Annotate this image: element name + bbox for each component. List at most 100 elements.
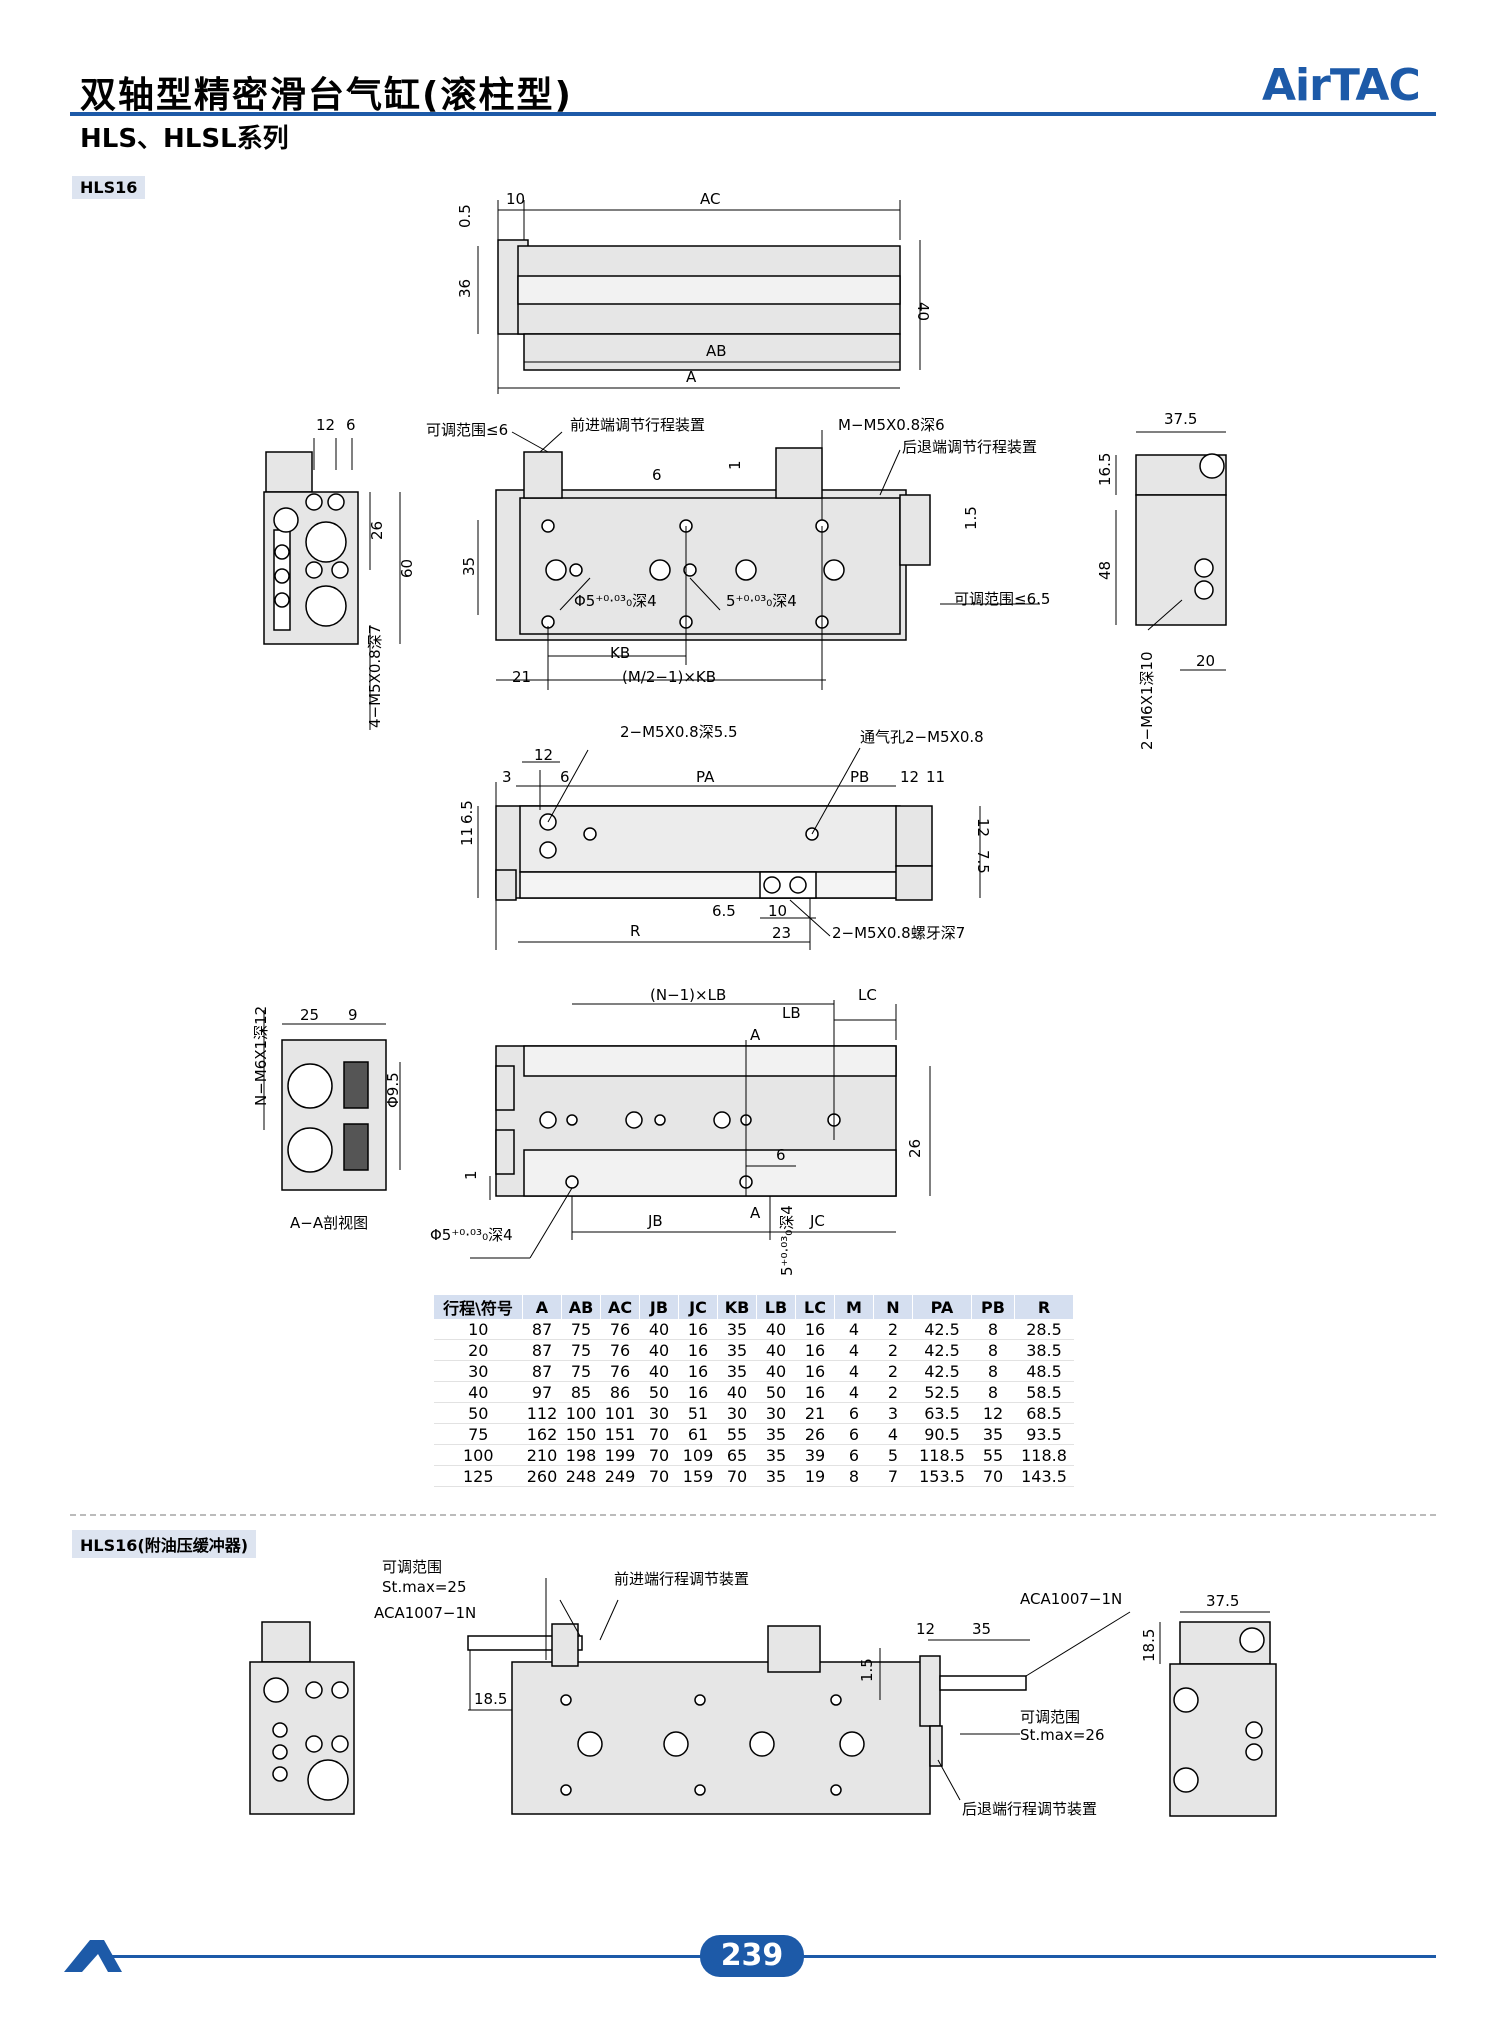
dim-label: 18.5 <box>474 1690 507 1708</box>
table-cell: 85 <box>561 1381 601 1403</box>
dim-label: 11 <box>458 827 476 846</box>
table-header: A <box>522 1295 562 1319</box>
dim-label: (N−1)×LB <box>650 986 726 1004</box>
note-label: 通气孔2−M5X0.8 <box>860 728 984 746</box>
table-cell: 61 <box>678 1423 718 1445</box>
note-label: St.max=26 <box>1020 1726 1105 1744</box>
table-cell: 35 <box>717 1319 757 1340</box>
table-cell: 6 <box>834 1444 874 1466</box>
table-cell: 16 <box>678 1360 718 1382</box>
table-cell: 76 <box>600 1339 640 1361</box>
table-header-row: 行程\符号 A AB AC JB JC KB LB LC M N PA PB R <box>434 1295 1074 1319</box>
note-label: 5⁺⁰·⁰³₀深4 <box>726 592 797 610</box>
table-cell: 153.5 <box>912 1465 972 1487</box>
dim-label: 21 <box>512 668 531 686</box>
table-cell: 40 <box>639 1339 679 1361</box>
table-cell: 7 <box>873 1465 913 1487</box>
table-cell: 52.5 <box>912 1381 972 1403</box>
dim-label: 37.5 <box>1206 1592 1239 1610</box>
table-cell: 2 <box>873 1339 913 1361</box>
dim-label: 12 <box>916 1620 935 1638</box>
dimension-table: 行程\符号 A AB AC JB JC KB LB LC M N PA PB R… <box>434 1295 1074 1487</box>
table-cell: 87 <box>522 1360 562 1382</box>
dim-label: R <box>630 922 640 940</box>
footer-logo-icon <box>64 1940 122 1972</box>
dim-label: LB <box>782 1004 801 1022</box>
section-badge-hls16: HLS16 <box>72 176 146 199</box>
table-cell: 40 <box>756 1339 796 1361</box>
table-cell: 55 <box>717 1423 757 1445</box>
table-cell: 4 <box>834 1319 874 1340</box>
dim-label: 35 <box>972 1620 991 1638</box>
page-title: 双轴型精密滑台气缸(滚柱型) <box>80 75 573 116</box>
note-label: Φ5⁺⁰·⁰³₀深4 <box>574 592 657 610</box>
table-cell: 5 <box>873 1444 913 1466</box>
table-cell: 70 <box>717 1465 757 1487</box>
table-cell: 16 <box>795 1381 835 1403</box>
table-cell: 26 <box>795 1423 835 1445</box>
table-cell: 55 <box>971 1444 1015 1466</box>
dim-label: 9 <box>348 1006 358 1024</box>
dim-label: 12 <box>900 768 919 786</box>
dim-label: 1 <box>726 460 744 470</box>
table-cell: 143.5 <box>1014 1465 1074 1487</box>
dim-label: 10 <box>506 190 525 208</box>
dim-label: 1.5 <box>858 1658 876 1682</box>
note-label: 5⁺⁰·⁰³₀深4 <box>778 1205 796 1276</box>
table-header: LC <box>795 1295 835 1319</box>
table-cell: 75 <box>434 1423 523 1445</box>
note-label: M−M5X0.8深6 <box>838 416 945 434</box>
table-cell: 28.5 <box>1014 1319 1074 1340</box>
table-header: AC <box>600 1295 640 1319</box>
table-cell: 100 <box>434 1444 523 1466</box>
dim-label: 6 <box>346 416 356 434</box>
dim-label: 6.5 <box>458 800 476 824</box>
table-cell: 35 <box>756 1423 796 1445</box>
note-label: Φ5⁺⁰·⁰³₀深4 <box>430 1226 513 1244</box>
brand-logo: AirTAC <box>1262 60 1421 111</box>
table-cell: 112 <box>522 1402 562 1424</box>
table-cell: 109 <box>678 1444 718 1466</box>
table-cell: 65 <box>717 1444 757 1466</box>
dim-label: 1.5 <box>962 506 980 530</box>
dim-label: 40 <box>914 302 932 321</box>
table-cell: 8 <box>971 1381 1015 1403</box>
table-cell: 35 <box>971 1423 1015 1445</box>
table-cell: 70 <box>971 1465 1015 1487</box>
note-label: 后退端调节行程装置 <box>902 438 1037 456</box>
table-cell: 4 <box>834 1381 874 1403</box>
dim-label: 48 <box>1096 561 1114 580</box>
table-cell: 42.5 <box>912 1319 972 1340</box>
table-cell: 199 <box>600 1444 640 1466</box>
table-header: R <box>1014 1295 1074 1319</box>
note-label: 后退端行程调节装置 <box>962 1800 1097 1818</box>
dim-label: 6 <box>560 768 570 786</box>
table-cell: 70 <box>639 1444 679 1466</box>
dim-label: AB <box>706 342 727 360</box>
table-header: N <box>873 1295 913 1319</box>
note-label: 2−M6X1深10 <box>1138 651 1156 750</box>
table-cell: 30 <box>639 1402 679 1424</box>
table-cell: 50 <box>434 1402 523 1424</box>
table-cell: 10 <box>434 1319 523 1340</box>
note-label: 2−M5X0.8螺牙深7 <box>832 924 965 942</box>
series-subtitle: HLS、HLSL系列 <box>80 124 289 154</box>
table-cell: 2 <box>873 1381 913 1403</box>
dim-label: A <box>750 1026 761 1044</box>
dim-label: 20 <box>1196 652 1215 670</box>
dim-label: A <box>686 368 697 386</box>
table-cell: 50 <box>639 1381 679 1403</box>
table-cell: 30 <box>434 1360 523 1382</box>
table-cell: 6 <box>834 1402 874 1424</box>
table-cell: 16 <box>678 1381 718 1403</box>
note-label: N−M6X1深12 <box>252 1006 270 1106</box>
table-header: M <box>834 1295 874 1319</box>
dim-label: JB <box>647 1212 663 1230</box>
table-cell: 151 <box>600 1423 640 1445</box>
note-label: 可调范围 <box>382 1558 442 1576</box>
table-cell: 4 <box>834 1360 874 1382</box>
table-cell: 118.8 <box>1014 1444 1074 1466</box>
